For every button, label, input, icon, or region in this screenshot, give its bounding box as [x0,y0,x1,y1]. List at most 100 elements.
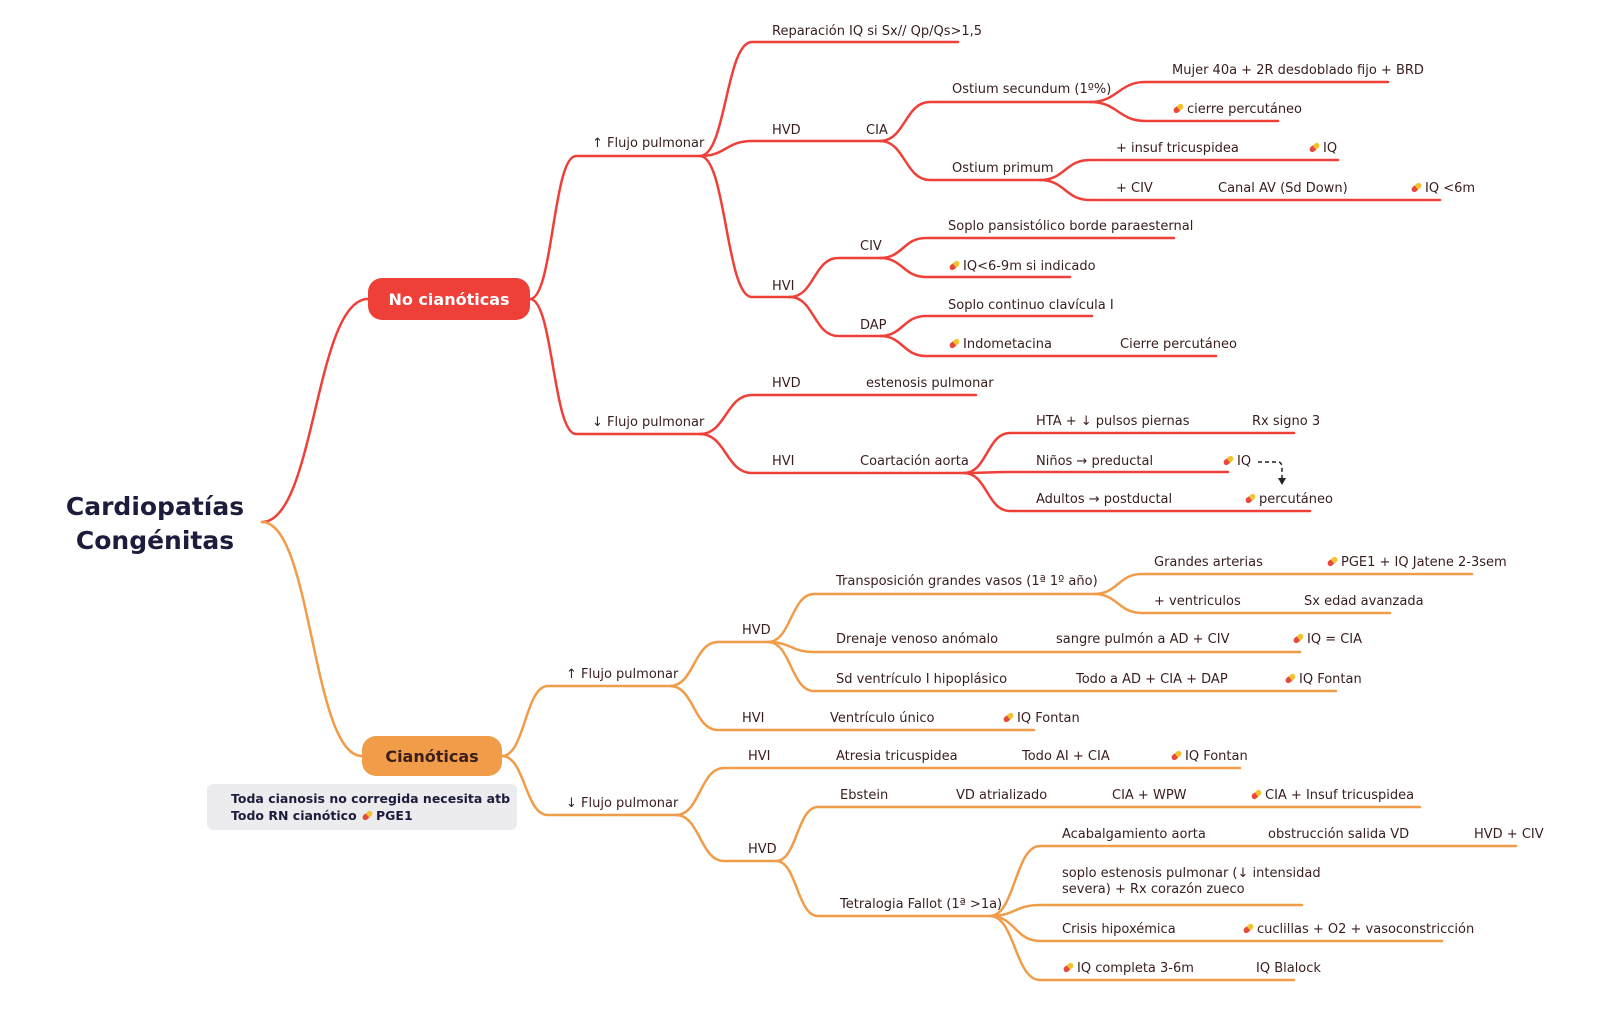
connector [528,154,702,301]
nc-ostium-secundum[interactable]: Ostium secundum (1º%) [952,82,1112,97]
connector [878,314,1094,338]
connector [698,393,978,436]
c-cia-insuf[interactable]: CIA + Insuf tricuspidea [1250,788,1414,804]
connector [528,297,702,436]
pill-icon [1222,454,1237,469]
c-hvd[interactable]: HVD [742,623,771,638]
c-drenaje[interactable]: Drenaje venoso anómalo [836,632,999,647]
connector [774,859,992,918]
c-up-flow[interactable]: ↑ Flujo pulmonar [566,667,679,682]
c-sangre[interactable]: sangre pulmón a AD + CIV [1056,632,1230,647]
nc-coartacion[interactable]: Coartación aorta [860,454,969,469]
connector [962,471,1312,513]
connector [878,139,1042,182]
root-title-line1: Cardiopatías [65,492,245,521]
pill-icon [1292,632,1307,647]
nc-cierre-perc2[interactable]: Cierre percutáneo [1120,337,1237,352]
c-ventriculos[interactable]: + ventriculos [1154,594,1241,609]
connector [260,297,370,524]
c-hvi2[interactable]: HVI [748,749,771,764]
connector [766,640,1338,693]
nc-mujer[interactable]: Mujer 40a + 2R desdoblado fijo + BRD [1172,63,1424,78]
nc-cierre-perc[interactable]: cierre percutáneo [1172,102,1302,118]
pill-icon [1250,788,1265,803]
c-iq-fontan3[interactable]: IQ Fontan [1170,749,1248,765]
connector [988,914,1296,982]
c-iq-blalock[interactable]: IQ Blalock [1256,961,1321,976]
c-soplo-estenosis[interactable]: soplo estenosis pulmonar (↓ intensidad s… [1062,866,1321,897]
nc-ostium-primum[interactable]: Ostium primum [952,161,1054,176]
c-down-flow[interactable]: ↓ Flujo pulmonar [566,796,679,811]
pill-icon [1242,922,1257,937]
connector [260,520,364,758]
cianoticas-node[interactable]: Cianóticas [362,736,502,776]
c-hvi[interactable]: HVI [742,711,765,726]
c-cia-wpw[interactable]: CIA + WPW [1112,788,1187,803]
connector [988,844,1518,918]
nc-insuf-tric[interactable]: + insuf tricuspidea [1116,141,1239,156]
c-sx-edad[interactable]: Sx edad avanzada [1304,594,1424,609]
nc-hvd[interactable]: HVD [772,123,801,138]
nc-repair[interactable]: Reparación IQ si Sx// Qp/Qs>1,5 [772,24,983,39]
connector [878,100,1092,143]
c-iq-fontan1[interactable]: IQ Fontan [1284,672,1362,688]
nc-soplo-continuo[interactable]: Soplo continuo clavícula I [948,298,1114,313]
c-ventriculo-unico[interactable]: Ventrículo único [830,711,935,726]
no-cianoticas-node[interactable]: No cianóticas [368,278,530,320]
nc-percutaneo[interactable]: percutáneo [1244,492,1333,508]
nc-iq-6m[interactable]: IQ <6m [1410,181,1475,197]
c-transposicion[interactable]: Transposición grandes vasos (1ª 1º año) [836,574,1098,589]
c-grandes-arterias[interactable]: Grandes arterias [1154,555,1263,570]
nc-indometacina[interactable]: Indometacina [948,337,1052,353]
c-sd-ventriculo[interactable]: Sd ventrículo I hipoplásico [836,672,1008,687]
nc-iq-6-9[interactable]: IQ<6-9m si indicado [948,259,1096,275]
nc-hta[interactable]: HTA + ↓ pulsos piernas [1036,414,1190,429]
connector [500,684,672,758]
c-acabalgamiento[interactable]: Acabalgamiento aorta [1062,827,1206,842]
connector [988,903,1304,918]
c-pge-jatene[interactable]: PGE1 + IQ Jatene 2-3sem [1326,555,1507,571]
nc-estenosis[interactable]: estenosis pulmonar [866,376,994,391]
c-atresia[interactable]: Atresia tricuspidea [836,749,958,764]
c-todo-ad[interactable]: Todo a AD + CIA + DAP [1076,672,1228,687]
nc-ninos[interactable]: Niños → preductal [1036,454,1154,469]
connector [788,295,882,338]
connector [500,754,678,817]
nc-hvi[interactable]: HVI [772,279,795,294]
c-hvd-civ[interactable]: HVD + CIV [1474,827,1544,842]
nc-rx3[interactable]: Rx signo 3 [1252,414,1321,429]
nc-canal-av[interactable]: Canal AV (Sd Down) [1218,181,1348,196]
pill-icon [1410,181,1425,196]
c-tetralogia[interactable]: Tetralogia Fallot (1ª >1a) [840,897,1003,912]
pill-icon [1172,102,1187,117]
nc-hvd2[interactable]: HVD [772,376,801,391]
c-hvd2[interactable]: HVD [748,842,777,857]
connector [698,40,960,158]
nc-civ[interactable]: CIV [860,239,882,254]
nc-iq[interactable]: IQ [1308,141,1337,157]
pill-icon [361,808,376,823]
c-iq-fontan2[interactable]: IQ Fontan [1002,711,1080,727]
c-crisis[interactable]: Crisis hipoxémica [1062,922,1176,937]
c-ebstein[interactable]: Ebstein [840,788,889,803]
nc-cia[interactable]: CIA [866,123,888,138]
c-iq-completa[interactable]: IQ completa 3-6m [1062,961,1194,977]
c-todo-ai[interactable]: Todo AI + CIA [1022,749,1110,764]
connector [674,813,778,863]
nc-up-flow[interactable]: ↑ Flujo pulmonar [592,136,705,151]
nc-iq2[interactable]: IQ [1222,454,1251,470]
c-iq-cia[interactable]: IQ = CIA [1292,632,1362,648]
nc-plus-civ[interactable]: + CIV [1116,181,1153,196]
nc-dap[interactable]: DAP [860,318,887,333]
nc-adultos[interactable]: Adultos → postductal [1036,492,1173,507]
nc-soplo-pansist[interactable]: Soplo pansistólico borde paraesternal [948,219,1194,234]
connector [878,236,1176,260]
connector [774,805,1422,863]
c-vd-atrializado[interactable]: VD atrializado [956,788,1048,803]
nc-hvi2[interactable]: HVI [772,454,795,469]
nc-down-flow[interactable]: ↓ Flujo pulmonar [592,415,705,430]
c-obstruccion[interactable]: obstrucción salida VD [1268,827,1410,842]
pill-icon [1244,492,1259,507]
c-cuclillas[interactable]: cuclillas + O2 + vasoconstricción [1242,922,1474,938]
pill-icon [1284,672,1299,687]
